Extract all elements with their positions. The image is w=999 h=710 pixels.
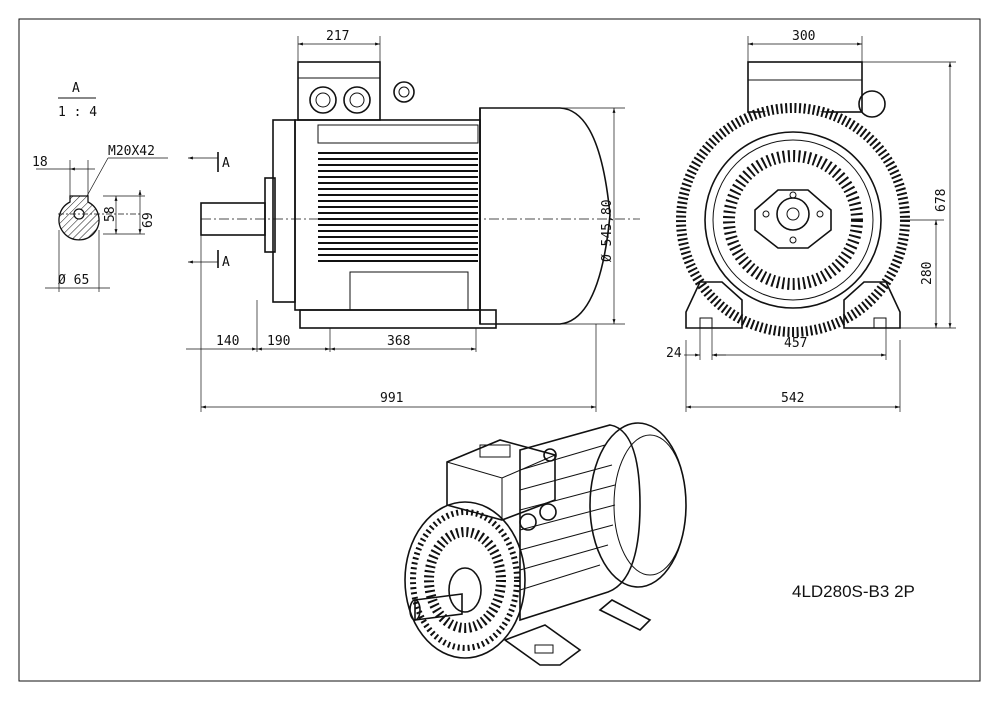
overall-height-label: 678 xyxy=(934,189,949,212)
side-view: 217 Ø 545,80 xyxy=(186,29,640,412)
foot-slot-label: 24 xyxy=(666,346,682,361)
shaft-height-front-label: 280 xyxy=(920,262,935,285)
motor-foot xyxy=(299,309,497,329)
section-label: A xyxy=(72,81,80,96)
terminal-box-width-label: 217 xyxy=(326,29,349,44)
shaft-length-label: 140 xyxy=(216,334,239,349)
fan-cover xyxy=(479,107,611,325)
isometric-motor-illustration xyxy=(404,422,687,666)
thread-label: M20X42 xyxy=(108,144,155,159)
overall-width-label: 542 xyxy=(781,391,804,406)
section-scale: 1 : 4 xyxy=(58,105,97,120)
terminal-box xyxy=(297,61,381,121)
front-foot-spacing-label: 457 xyxy=(784,336,807,351)
front-view: 300 678 280 xyxy=(666,29,956,412)
shaft-height-label: 69 xyxy=(141,212,156,228)
cut-marker-bottom: A xyxy=(222,255,230,270)
foot-spacing-label: 368 xyxy=(387,334,410,349)
key-height-label: 58 xyxy=(103,206,118,222)
section-cut-markers: A A xyxy=(188,152,230,270)
key-width-label: 18 xyxy=(32,155,48,170)
drawing-border xyxy=(18,18,981,682)
flange-diameter-label: Ø 545,80 xyxy=(600,199,615,262)
shaft-diameter-label: Ø 65 xyxy=(58,273,89,288)
cable-gland-icon xyxy=(858,90,886,118)
lifting-eye-icon xyxy=(393,81,415,103)
foot-offset-label: 190 xyxy=(267,334,290,349)
model-label: 4LD280S-B3 2P xyxy=(792,582,915,601)
overall-length-label: 991 xyxy=(380,391,403,406)
cut-marker-top: A xyxy=(222,156,230,171)
section-view: A 1 : 4 M20X42 18 58 69 Ø 65 xyxy=(32,81,168,292)
box-width-label: 300 xyxy=(792,29,815,44)
